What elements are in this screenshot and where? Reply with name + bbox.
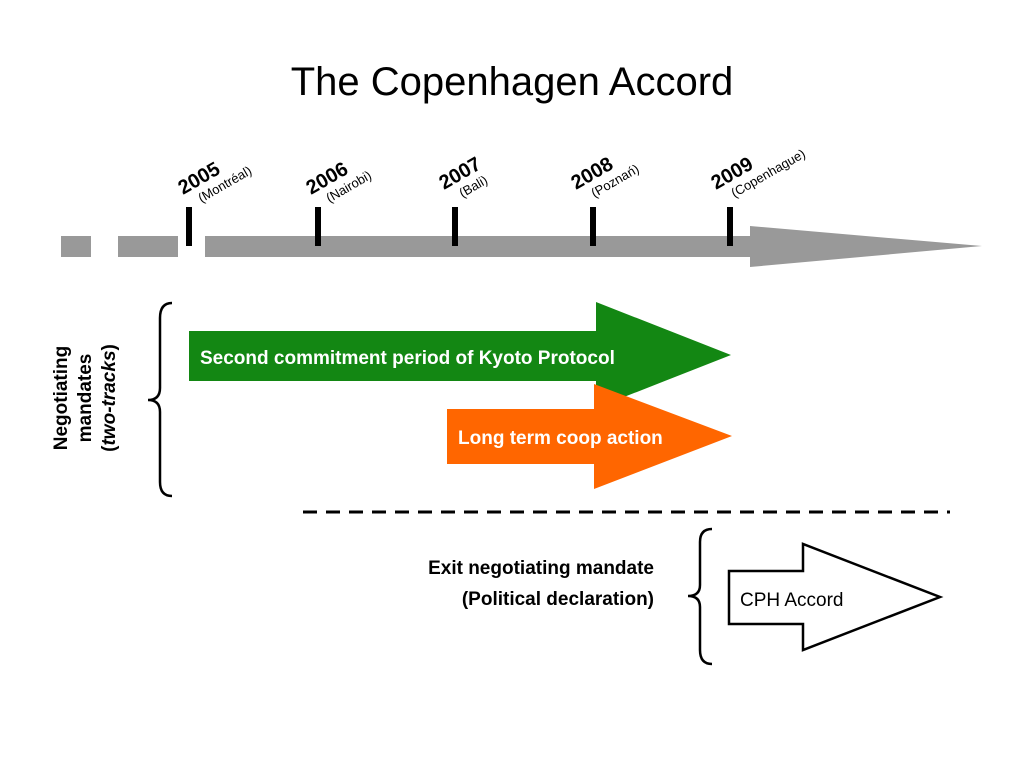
cph-accord-arrow <box>727 542 944 652</box>
timeline-label-2005: 2005 (Montréal) <box>175 158 255 205</box>
timeline-label-2008: 2008 (Poznań) <box>568 153 642 200</box>
mandates-brace <box>147 301 173 498</box>
timeline-label-2006: 2006 (Nairobi) <box>303 158 375 205</box>
two-tracks-text: two-tracks <box>99 350 120 445</box>
timeline-tick-2007 <box>452 207 458 246</box>
paren-close: ) <box>99 344 120 350</box>
timeline-tick-2009 <box>727 207 733 246</box>
timeline-label-2007: 2007 (Bali) <box>436 153 491 200</box>
slide-title: The Copenhagen Accord <box>290 60 734 104</box>
timeline-dash-1 <box>61 236 91 257</box>
mandates-label-line2: mandates <box>75 354 96 443</box>
timeline-tick-2005 <box>186 207 192 246</box>
timeline-tick-2008 <box>590 207 596 246</box>
timeline-arrow <box>205 226 982 267</box>
lca-arrow <box>447 384 732 489</box>
mandates-label-line1: Negotiating <box>51 346 72 451</box>
paren-open: ( <box>99 445 120 452</box>
exit-label-line1: Exit negotiating mandate <box>428 558 654 579</box>
timeline-tick-2006 <box>315 207 321 246</box>
kyoto-arrow-label: Second commitment period of Kyoto Protoc… <box>200 348 615 369</box>
mandates-label-line3: (two-tracks) <box>99 344 120 452</box>
timeline-dash-2 <box>118 236 178 257</box>
exit-brace <box>687 527 713 666</box>
timeline: 2005 (Montréal) 2006 (Nairobi) 2007 (Bal… <box>61 146 982 267</box>
exit-label-line2: (Political declaration) <box>462 589 654 610</box>
mandates-label: Negotiating mandates (two-tracks) <box>51 344 120 452</box>
kyoto-arrow <box>189 302 731 408</box>
timeline-label-2009: 2009 (Copenhague) <box>708 146 808 201</box>
cph-accord-label: CPH Accord <box>740 590 843 611</box>
lca-arrow-label: Long term coop action <box>458 428 663 449</box>
